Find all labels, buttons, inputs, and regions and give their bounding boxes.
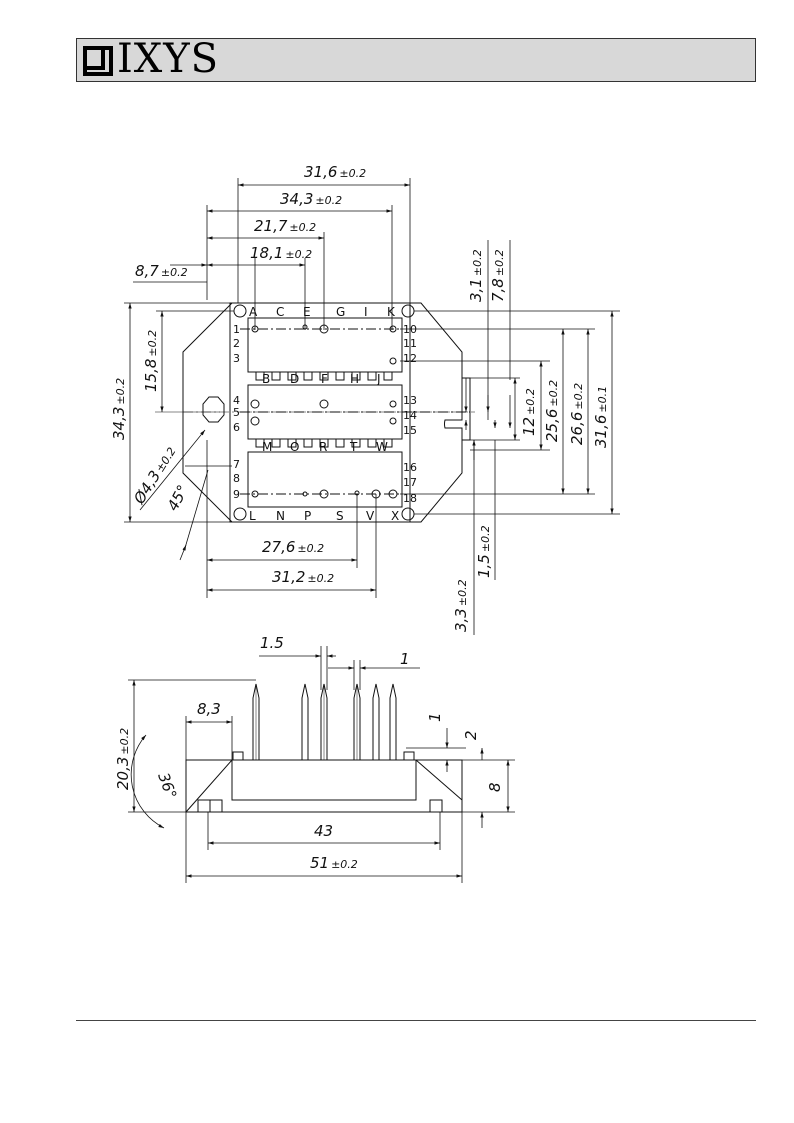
dim-side-1-5: 1.5	[260, 634, 284, 652]
pin-label-p: P	[304, 509, 311, 523]
pin-num-10: 10	[403, 323, 417, 336]
side-dim-labels: 1.5 1 8,3 20,3±0.2 36° 1 2 8 43 51±0.2	[114, 634, 504, 872]
pin-num-7: 7	[233, 458, 240, 471]
pin-num-11: 11	[403, 337, 417, 350]
pin-label-c: C	[276, 305, 284, 319]
dim-34-3-width: 34,3±0.2	[280, 190, 342, 208]
pin-label-t: T	[349, 440, 358, 454]
footer-rule	[76, 1020, 756, 1021]
pin-num-17: 17	[403, 476, 417, 489]
pin-label-f: F	[321, 372, 328, 386]
dim-8-7: 8,7±0.2	[135, 262, 188, 280]
pin-num-18: 18	[403, 492, 417, 505]
dim-15-8: 15,8±0.2	[142, 330, 160, 392]
header-bar: IXYS	[76, 36, 756, 82]
pin-label-g: G	[336, 305, 345, 319]
dim-side-51: 51±0.2	[310, 854, 358, 872]
pin-num-14: 14	[403, 409, 417, 422]
pin-label-x: X	[391, 509, 399, 523]
dim-12: 12±0.2	[520, 388, 538, 436]
dim-31-2: 31,2±0.2	[272, 568, 334, 586]
dim-3-3: 3,3±0.2	[452, 579, 470, 632]
dim-side-2: 2	[462, 730, 480, 740]
dim-side-43: 43	[314, 822, 333, 840]
dim-side-36-deg: 36°	[154, 770, 180, 801]
dim-25-6: 25,6±0.2	[543, 380, 561, 442]
dim-26-6: 26,6±0.2	[568, 383, 586, 445]
pin-label-d: D	[290, 372, 299, 386]
pin-label-a: A	[249, 305, 258, 319]
dim-side-8-3: 8,3	[197, 700, 221, 718]
dim-side-1-top: 1	[400, 650, 410, 668]
pin-label-o: O	[290, 440, 299, 454]
pin-num-13: 13	[403, 394, 417, 407]
top-dim-labels: 31,6±0.2 34,3±0.2 21,7±0.2 18,1±0.2 8,7±…	[110, 163, 610, 632]
pin-num-4: 4	[233, 394, 240, 407]
pin-label-s: S	[336, 509, 344, 523]
logo-text: IXYS	[117, 36, 220, 82]
dim-side-8: 8	[486, 782, 504, 792]
pin-label-j: J	[376, 372, 381, 386]
pin-label-w: W	[376, 440, 388, 454]
pin-label-r: R	[319, 440, 327, 454]
pin-num-6: 6	[233, 421, 240, 434]
pin-label-k: K	[387, 305, 396, 319]
top-view	[155, 302, 475, 523]
pin-num-15: 15	[403, 424, 417, 437]
pin-label-v: V	[366, 509, 375, 523]
dim-side-20-3: 20,3±0.2	[114, 728, 132, 790]
dim-45-deg: 45°	[164, 482, 192, 514]
pin-num-12: 12	[403, 352, 417, 365]
pin-labels: A C E G I K B D F H J M O R T W L N P S …	[233, 305, 417, 523]
pin-label-i: I	[364, 305, 368, 319]
dim-18-1: 18,1±0.2	[250, 244, 312, 262]
pin-num-16: 16	[403, 461, 417, 474]
dim-7-8: 7,8±0.2	[489, 249, 507, 302]
top-view-dimensions	[124, 178, 620, 635]
pin-num-1: 1	[233, 323, 240, 336]
dim-34-3-height: 34,3±0.2	[110, 378, 128, 440]
dim-side-1-right: 1	[426, 712, 444, 722]
dim-21-7: 21,7±0.2	[254, 217, 316, 235]
pin-label-n: N	[276, 509, 285, 523]
pin-label-e: E	[303, 305, 311, 319]
terminal-pins	[252, 683, 397, 760]
pin-num-3: 3	[233, 352, 240, 365]
dim-3-1: 3,1±0.2	[467, 249, 485, 302]
pin-label-l: L	[249, 509, 256, 523]
pin-label-m: M	[262, 440, 272, 454]
dim-31-6-width: 31,6±0.2	[304, 163, 366, 181]
ixys-logo-mark	[83, 46, 113, 76]
pin-num-9: 9	[233, 488, 240, 501]
pin-num-2: 2	[233, 337, 240, 350]
dim-1-5: 1,5±0.2	[475, 525, 493, 578]
pin-label-b: B	[262, 372, 270, 386]
pin-num-8: 8	[233, 472, 240, 485]
pin-label-h: H	[350, 372, 359, 386]
pin-num-5: 5	[233, 406, 240, 419]
dim-31-6-height: 31,6±0.1	[592, 386, 610, 448]
side-view	[128, 646, 515, 883]
dim-27-6: 27,6±0.2	[262, 538, 324, 556]
